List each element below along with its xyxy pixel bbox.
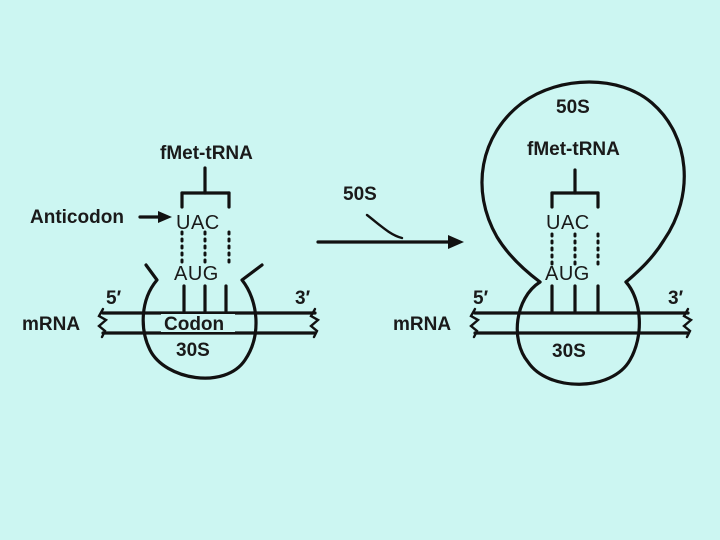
right-ribosome-complex: 50S fMet-tRNA UAC AUG 5′ 3′ mRNA 30S bbox=[393, 80, 694, 386]
right-trna-label: fMet-tRNA bbox=[527, 139, 620, 160]
codon-label: Codon bbox=[164, 314, 224, 335]
left-30s-label: 30S bbox=[176, 340, 210, 361]
right-trna-bracket bbox=[550, 168, 600, 209]
left-mrna-label: mRNA bbox=[22, 314, 80, 335]
anticodon-label: Anticodon bbox=[30, 207, 124, 228]
arrow-50s-label: 50S bbox=[343, 184, 377, 205]
left-mrna-strand bbox=[97, 307, 321, 339]
right-30s-subunit-outline bbox=[515, 280, 641, 386]
left-trna-label: fMet-tRNA bbox=[160, 143, 253, 164]
right-50s-label: 50S bbox=[556, 97, 590, 118]
left-codon-bars bbox=[182, 284, 228, 313]
left-base-pairing-dots bbox=[180, 230, 231, 264]
right-three-prime-label: 3′ bbox=[668, 288, 684, 309]
left-trna-bracket bbox=[180, 166, 231, 209]
right-codon-seq: AUG bbox=[545, 263, 590, 285]
right-anticodon-seq: UAC bbox=[546, 212, 590, 234]
anticodon-pointer-arrow bbox=[138, 211, 172, 223]
left-three-prime-label: 3′ bbox=[295, 288, 311, 309]
right-50s-subunit-outline bbox=[480, 80, 686, 284]
left-anticodon-seq: UAC bbox=[176, 212, 220, 234]
right-mrna-label: mRNA bbox=[393, 314, 451, 335]
left-five-prime-label: 5′ bbox=[106, 288, 122, 309]
right-30s-label: 30S bbox=[552, 341, 586, 362]
left-codon-seq: AUG bbox=[174, 263, 219, 285]
right-base-pairing-dots bbox=[550, 232, 600, 266]
transition-arrow: 50S bbox=[316, 184, 464, 249]
right-five-prime-label: 5′ bbox=[473, 288, 489, 309]
right-mrna-strand bbox=[469, 307, 694, 339]
right-codon-bars bbox=[550, 284, 600, 313]
left-initiation-complex: fMet-tRNA Anticodon UAC AUG 5′ 3′ mRNA C… bbox=[22, 143, 321, 380]
